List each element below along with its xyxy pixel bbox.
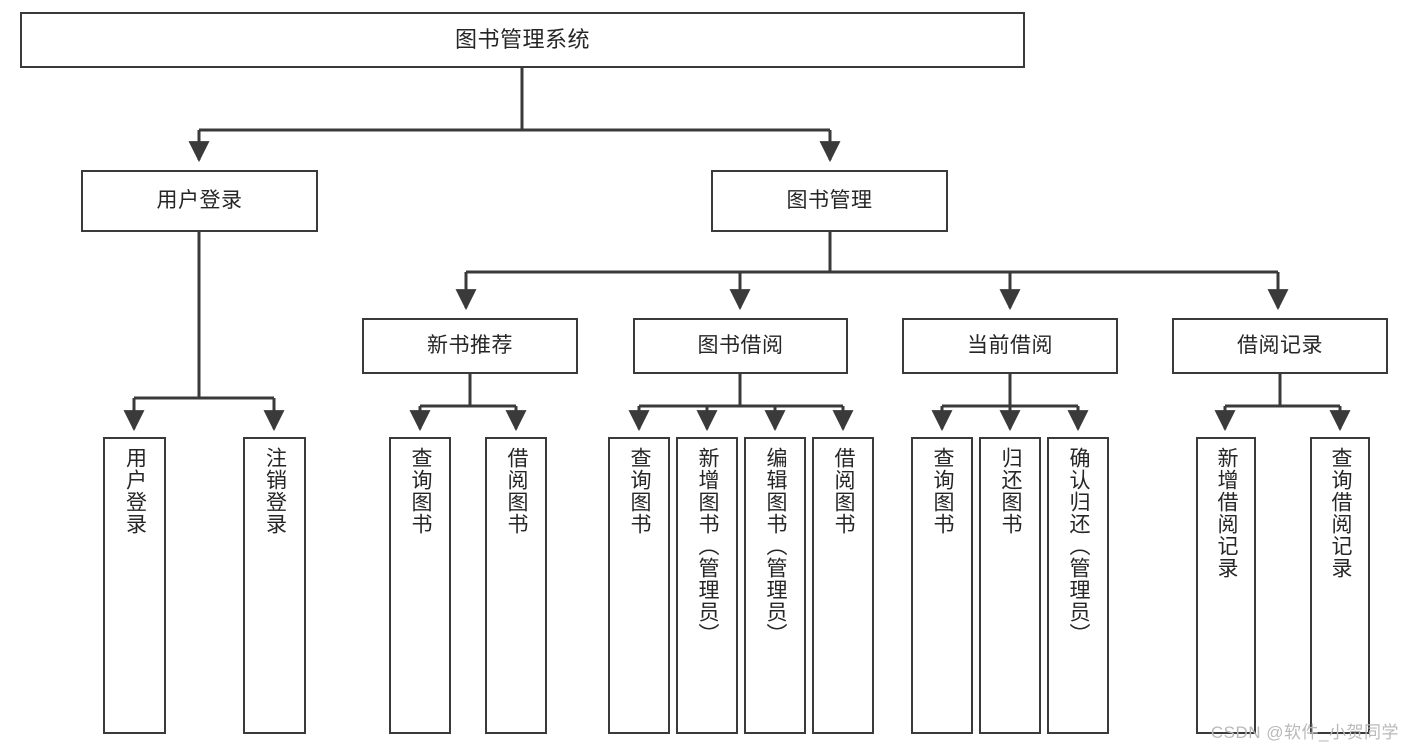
node-leaf-query-book-1-label: 查询图书 bbox=[409, 447, 433, 535]
node-borrow-record-label: 借阅记录 bbox=[1237, 333, 1323, 357]
node-leaf-edit-book-label: 编辑图书（管理员） bbox=[764, 447, 788, 645]
node-leaf-query-book-2[interactable]: 查询图书 bbox=[608, 437, 670, 734]
node-root[interactable]: 图书管理系统 bbox=[20, 12, 1025, 68]
node-root-label: 图书管理系统 bbox=[454, 27, 590, 53]
node-new-book-recommend-label: 新书推荐 bbox=[427, 333, 513, 357]
node-borrow-record[interactable]: 借阅记录 bbox=[1172, 318, 1388, 374]
node-leaf-user-login-label: 用户登录 bbox=[123, 447, 147, 535]
node-leaf-query-record[interactable]: 查询借阅记录 bbox=[1310, 437, 1370, 734]
node-book-borrow[interactable]: 图书借阅 bbox=[633, 318, 848, 374]
node-leaf-add-record-label: 新增借阅记录 bbox=[1215, 447, 1239, 579]
node-leaf-add-record[interactable]: 新增借阅记录 bbox=[1196, 437, 1256, 734]
node-current-borrow-label: 当前借阅 bbox=[967, 333, 1053, 357]
node-leaf-user-logout[interactable]: 注销登录 bbox=[243, 437, 306, 734]
node-user-login-label: 用户登录 bbox=[156, 188, 243, 212]
node-leaf-return-book[interactable]: 归还图书 bbox=[979, 437, 1041, 734]
node-current-borrow[interactable]: 当前借阅 bbox=[902, 318, 1118, 374]
node-leaf-borrow-book-1[interactable]: 借阅图书 bbox=[485, 437, 547, 734]
node-leaf-edit-book[interactable]: 编辑图书（管理员） bbox=[744, 437, 806, 734]
node-leaf-borrow-book-2[interactable]: 借阅图书 bbox=[812, 437, 874, 734]
node-leaf-confirm-return[interactable]: 确认归还（管理员） bbox=[1047, 437, 1109, 734]
node-leaf-user-login[interactable]: 用户登录 bbox=[103, 437, 166, 734]
node-book-management-label: 图书管理 bbox=[786, 188, 873, 212]
watermark-text: CSDN @软件_小贺同学 bbox=[1210, 723, 1399, 742]
node-leaf-confirm-return-label: 确认归还（管理员） bbox=[1067, 447, 1091, 645]
node-new-book-recommend[interactable]: 新书推荐 bbox=[362, 318, 578, 374]
node-leaf-borrow-book-2-label: 借阅图书 bbox=[832, 447, 856, 535]
node-book-management[interactable]: 图书管理 bbox=[711, 170, 948, 232]
node-leaf-user-logout-label: 注销登录 bbox=[263, 447, 287, 535]
node-leaf-add-book[interactable]: 新增图书（管理员） bbox=[676, 437, 738, 734]
node-leaf-query-book-3[interactable]: 查询图书 bbox=[911, 437, 973, 734]
node-book-borrow-label: 图书借阅 bbox=[697, 333, 784, 357]
node-leaf-add-book-label: 新增图书（管理员） bbox=[696, 447, 720, 645]
node-user-login[interactable]: 用户登录 bbox=[81, 170, 318, 232]
node-leaf-borrow-book-1-label: 借阅图书 bbox=[505, 447, 529, 535]
node-leaf-query-book-2-label: 查询图书 bbox=[628, 447, 652, 535]
node-leaf-return-book-label: 归还图书 bbox=[999, 447, 1023, 535]
node-leaf-query-book-3-label: 查询图书 bbox=[931, 447, 955, 535]
node-leaf-query-record-label: 查询借阅记录 bbox=[1329, 447, 1353, 579]
node-leaf-query-book-1[interactable]: 查询图书 bbox=[389, 437, 451, 734]
